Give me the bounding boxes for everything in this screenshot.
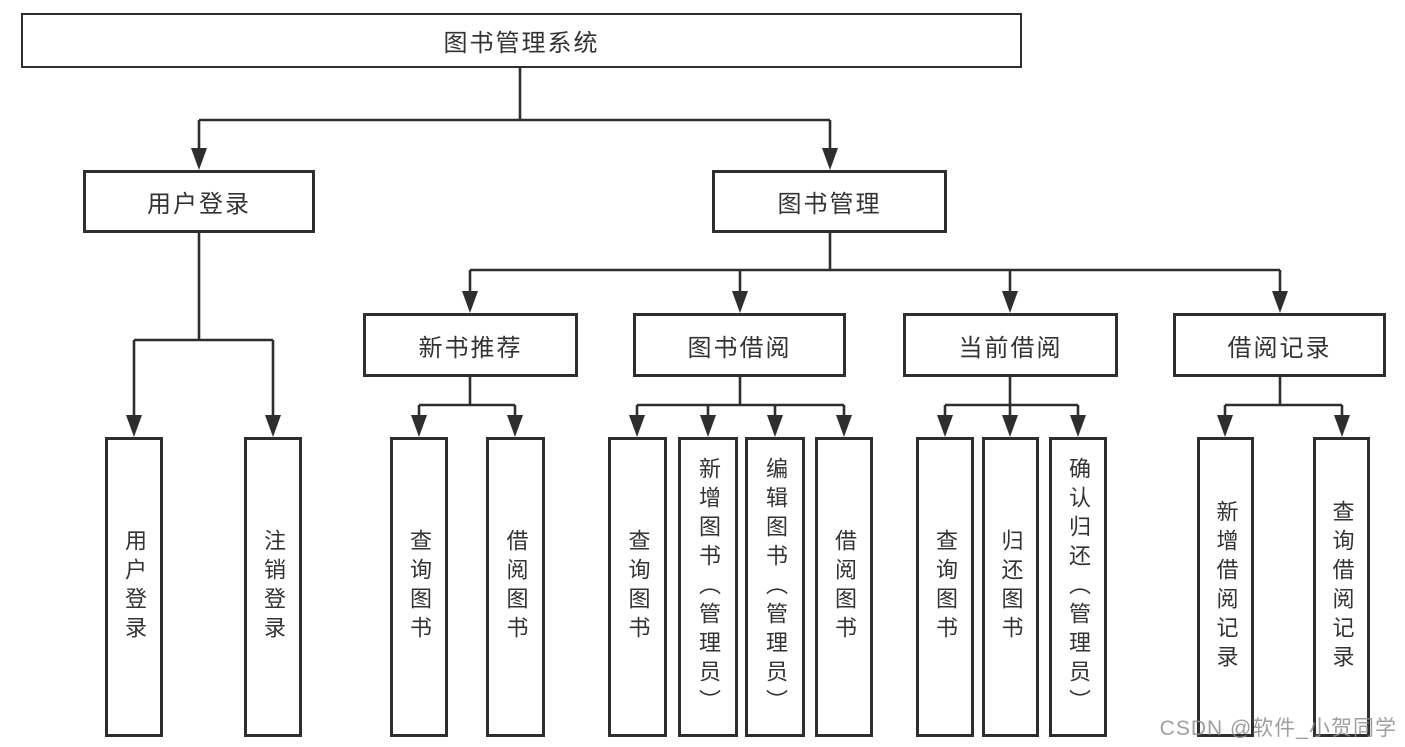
leaf-borrow-books-recommend-label: 借阅图书 <box>503 529 529 645</box>
node-borrow-records-label: 借阅记录 <box>1227 334 1332 362</box>
leaf-add-borrow-record: 新增借阅记录 <box>1197 437 1254 737</box>
leaf-edit-book-admin: 编辑图书（管理员） <box>745 437 805 737</box>
node-user-login: 用户登录 <box>83 170 315 233</box>
leaf-query-books-current-label: 查询图书 <box>933 529 958 645</box>
node-new-book-recommend: 新书推荐 <box>363 313 578 377</box>
leaf-add-book-admin-label: 新增图书（管理员） <box>696 456 721 718</box>
node-library-management-system: 图书管理系统 <box>21 13 1022 68</box>
node-new-book-recommend-label: 新书推荐 <box>418 334 523 362</box>
leaf-query-books-current: 查询图书 <box>916 437 974 737</box>
leaf-edit-book-admin-label: 编辑图书（管理员） <box>763 456 788 718</box>
leaf-borrow-books: 借阅图书 <box>815 437 873 737</box>
leaf-user-login-label: 用户登录 <box>122 529 147 645</box>
node-current-borrow-label: 当前借阅 <box>958 334 1063 362</box>
leaf-query-borrow-record-label: 查询借阅记录 <box>1329 500 1355 674</box>
leaf-logout-label: 注销登录 <box>261 529 286 645</box>
leaf-borrow-books-recommend: 借阅图书 <box>486 437 545 737</box>
leaf-borrow-books-label: 借阅图书 <box>832 529 857 645</box>
node-book-management: 图书管理 <box>712 170 947 233</box>
leaf-user-login: 用户登录 <box>105 437 163 737</box>
leaf-query-books-borrow: 查询图书 <box>608 437 667 737</box>
node-library-management-system-label: 图书管理系统 <box>443 30 600 57</box>
leaf-query-books-recommend-label: 查询图书 <box>407 529 432 645</box>
leaf-return-book-label: 归还图书 <box>998 529 1024 645</box>
leaf-query-books-borrow-label: 查询图书 <box>625 529 651 645</box>
leaf-query-borrow-record: 查询借阅记录 <box>1313 437 1370 737</box>
node-borrow-records: 借阅记录 <box>1173 313 1386 377</box>
leaf-query-books-recommend: 查询图书 <box>390 437 448 737</box>
leaf-add-borrow-record-label: 新增借阅记录 <box>1213 500 1239 674</box>
leaf-logout: 注销登录 <box>244 437 302 737</box>
leaf-confirm-return-admin: 确认归还（管理员） <box>1049 437 1107 737</box>
node-user-login-label: 用户登录 <box>147 191 251 218</box>
leaf-confirm-return-admin-label: 确认归还（管理员） <box>1066 456 1091 718</box>
leaf-return-book: 归还图书 <box>982 437 1039 737</box>
arrowheads <box>126 148 1350 437</box>
node-current-borrow: 当前借阅 <box>903 313 1118 377</box>
node-book-borrow: 图书借阅 <box>633 313 846 377</box>
node-book-management-label: 图书管理 <box>777 191 882 218</box>
leaf-add-book-admin: 新增图书（管理员） <box>678 437 738 737</box>
csdn-watermark: CSDN @软件_小贺同学 <box>1159 717 1397 740</box>
node-book-borrow-label: 图书借阅 <box>687 334 792 362</box>
